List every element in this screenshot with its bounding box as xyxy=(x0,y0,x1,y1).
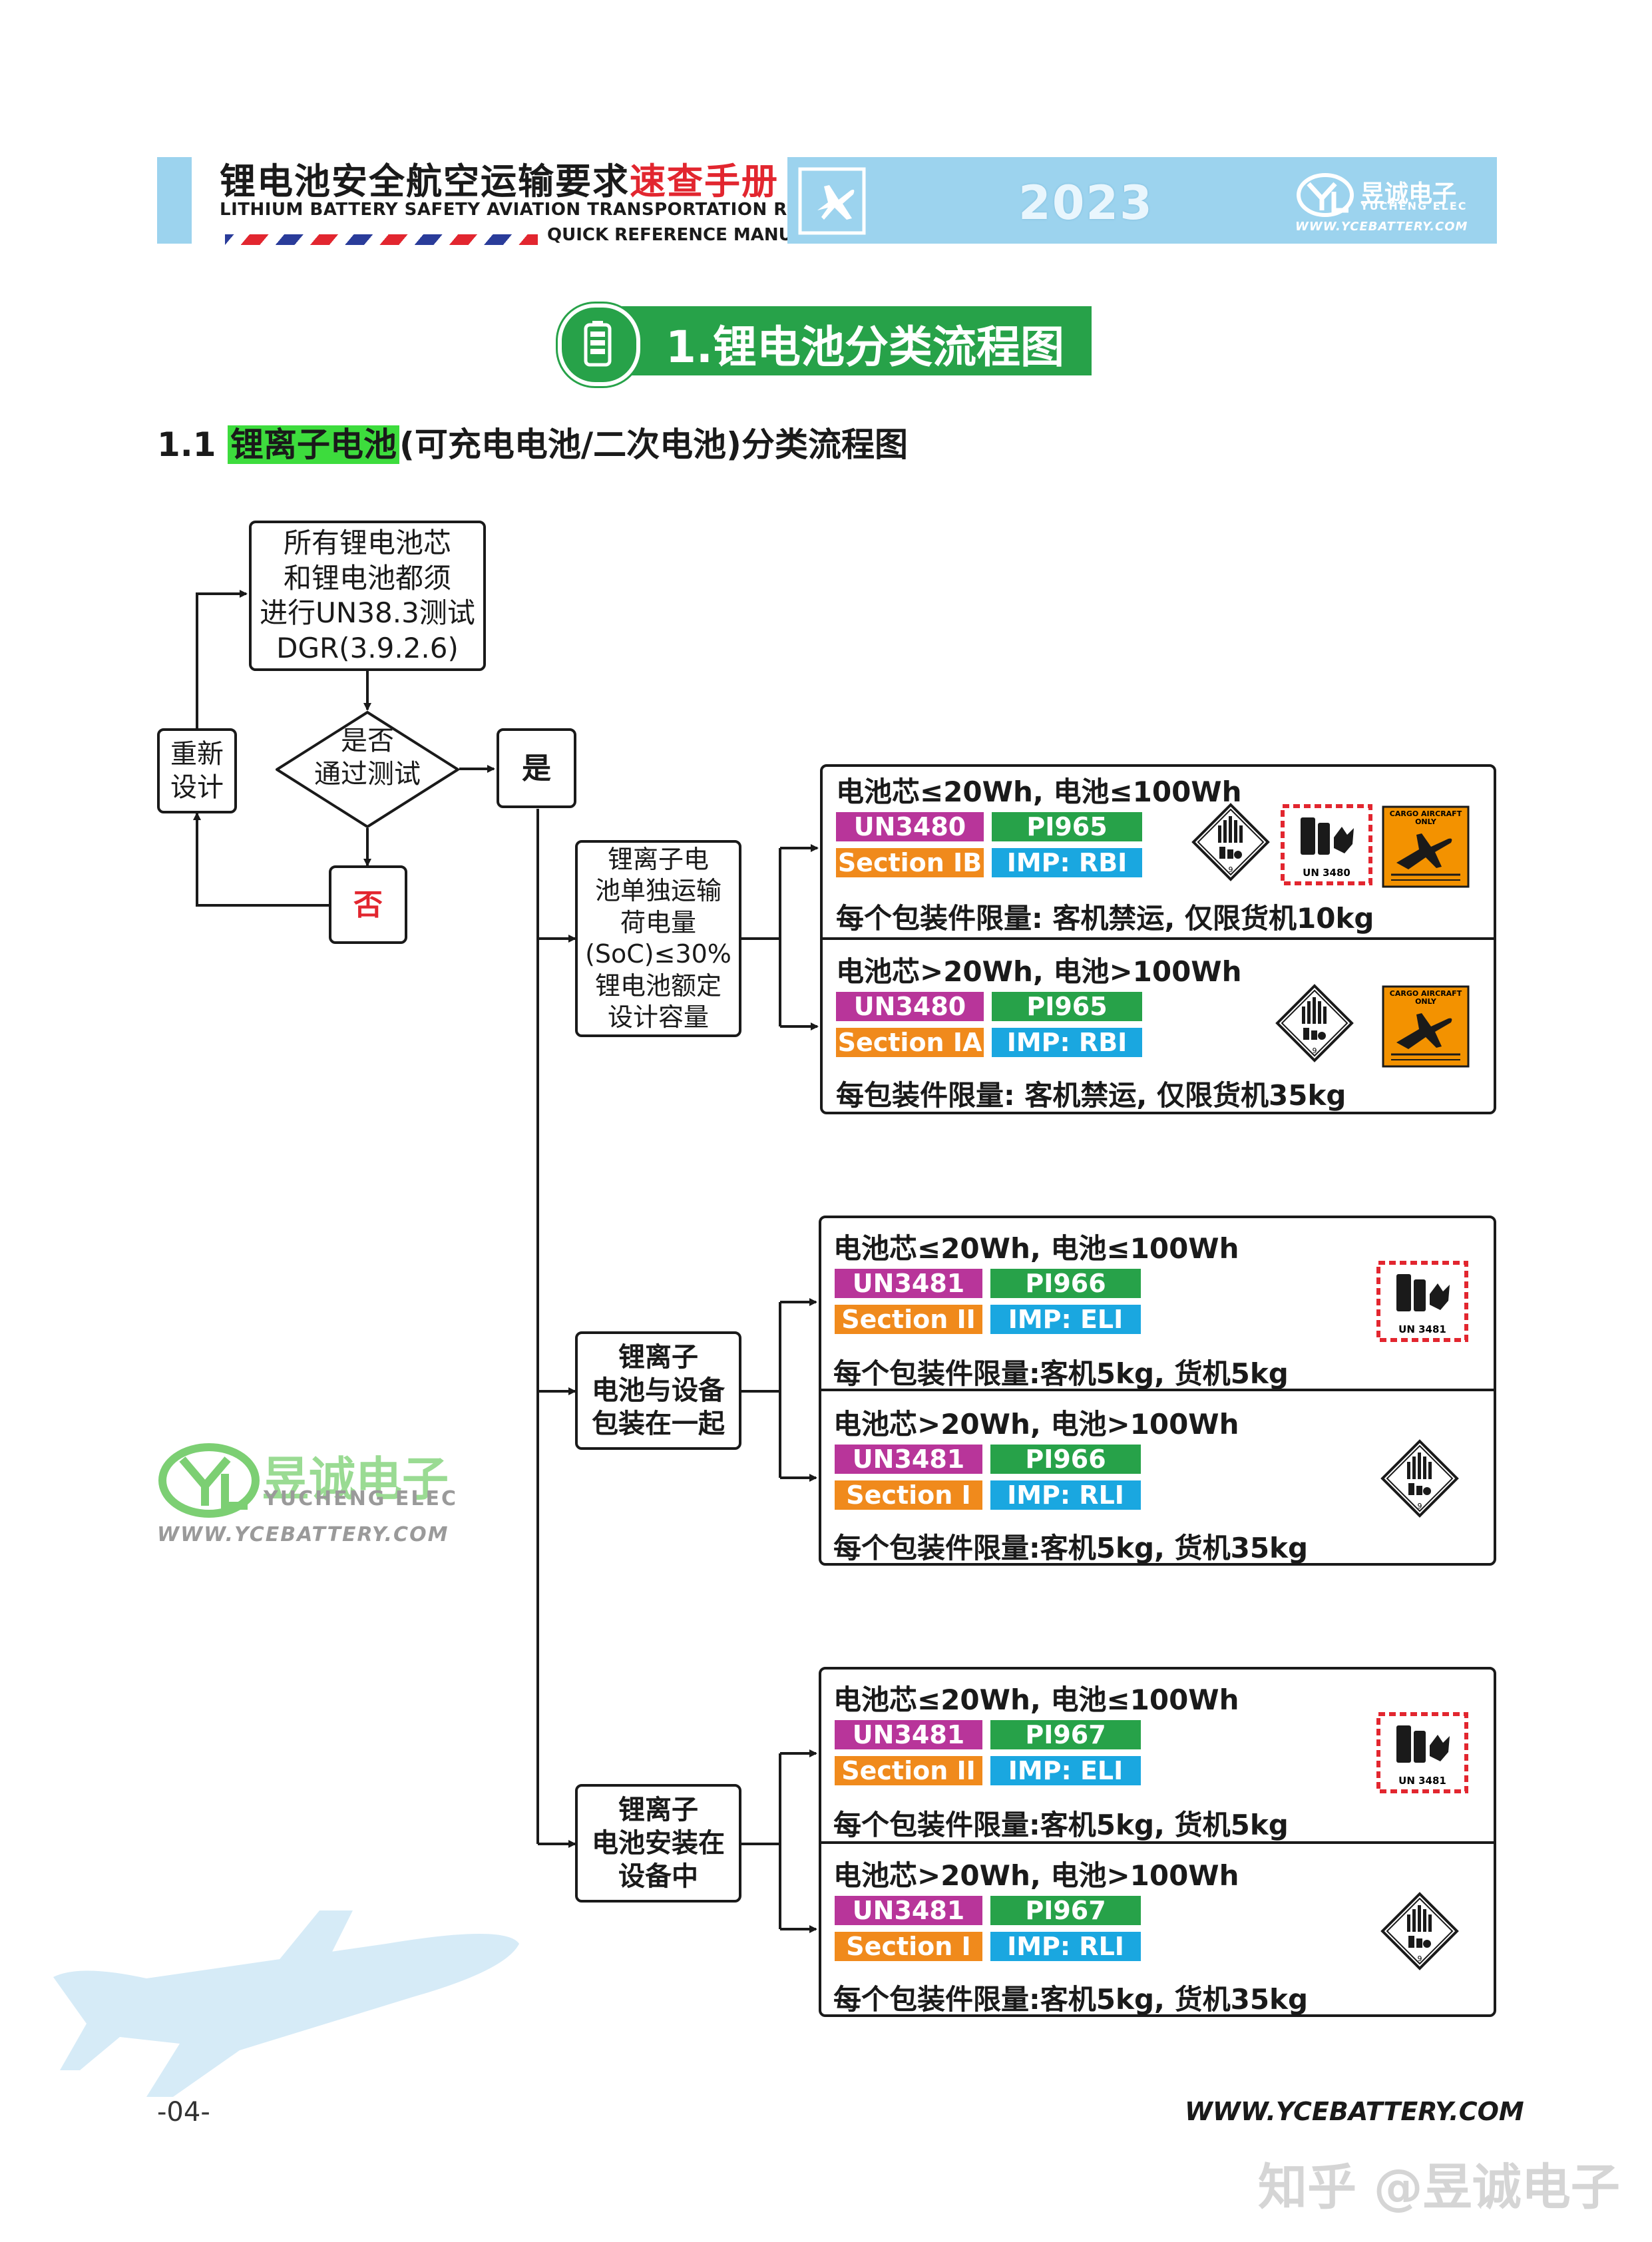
start-test-text: 所有锂电池芯 和锂电池都须 进行UN38.3测试 DGR(3.9.2.6) xyxy=(260,527,475,664)
year-label: 2023 xyxy=(1018,176,1153,230)
class9-icon: 9 xyxy=(1191,803,1270,881)
branch-contained-in-box: 锂离子 电池安装在 设备中 xyxy=(575,1784,741,1903)
side-logo-url: WWW.YCEBATTERY.COM xyxy=(157,1523,449,1546)
row-title: 电池芯>20Wh, 电池>100Wh xyxy=(833,1859,1239,1892)
airplane-icon xyxy=(798,167,866,235)
no-text: 否 xyxy=(353,887,383,922)
manual-subtitle-en-2: QUICK REFERENCE MANUAL xyxy=(547,225,817,245)
yes-box: 是 xyxy=(497,728,576,808)
imp-code-tag: IMP: ELI xyxy=(990,1305,1141,1334)
imp-code-tag: IMP: RLI xyxy=(990,1932,1141,1961)
svg-text:9: 9 xyxy=(1229,865,1233,874)
svg-text:9: 9 xyxy=(1418,1954,1422,1963)
un-number-tag: UN3481 xyxy=(835,1269,982,1298)
svg-text:9: 9 xyxy=(1418,1502,1422,1510)
branch-standalone-text: 锂离子电 池单独运输 荷电量 (SoC)≤30% 锂电池额定 设计容量 xyxy=(585,844,731,1032)
svg-text:UN 3480: UN 3480 xyxy=(1303,867,1350,879)
header-accent-bar xyxy=(157,157,192,244)
packing-instruction-tag: PI966 xyxy=(990,1445,1141,1474)
start-test-box: 所有锂电池芯 和锂电池都须 进行UN38.3测试 DGR(3.9.2.6) xyxy=(249,521,486,671)
side-logo-cn: 昱诚电子 xyxy=(262,1452,449,1506)
row-title: 电池芯>20Wh, 电池>100Wh xyxy=(836,955,1242,988)
branch-packed-with-text: 锂离子 电池与设备 包装在一起 xyxy=(592,1342,725,1439)
svg-text:ONLY: ONLY xyxy=(1415,817,1437,826)
svg-text:UN 3481: UN 3481 xyxy=(1398,1323,1446,1335)
section-tag: Section II xyxy=(835,1305,982,1334)
imp-code-tag: IMP: RBI xyxy=(992,1028,1142,1057)
un-number-tag: UN3480 xyxy=(836,812,984,841)
un3481-mark-icon: UN 3481 xyxy=(1376,1712,1468,1793)
yes-text: 是 xyxy=(522,751,551,785)
branch-standalone-box: 锂离子电 池单独运输 荷电量 (SoC)≤30% 锂电池额定 设计容量 xyxy=(575,840,741,1037)
un-number-tag: UN3481 xyxy=(835,1896,982,1925)
cargo-aircraft-only-icon: CARGO AIRCRAFT ONLY xyxy=(1382,985,1470,1068)
zhihu-watermark: 知乎 @昱诚电子 xyxy=(1258,2159,1620,2216)
cargo-aircraft-only-icon: CARGO AIRCRAFT ONLY xyxy=(1382,805,1470,888)
decision-text: 是否 通过测试 xyxy=(314,726,421,789)
svg-text:CARGO AIRCRAFT: CARGO AIRCRAFT xyxy=(1390,989,1462,998)
class9-icon: 9 xyxy=(1380,1439,1459,1518)
packing-instruction-tag: PI966 xyxy=(990,1269,1141,1298)
yucheng-side-logo-icon xyxy=(158,1443,260,1518)
un-number-tag: UN3481 xyxy=(835,1445,982,1474)
redesign-text: 重新 设计 xyxy=(170,739,224,803)
section-tag: Section I xyxy=(835,1932,982,1961)
packing-instruction-tag: PI967 xyxy=(990,1720,1141,1749)
svg-text:ONLY: ONLY xyxy=(1415,997,1437,1006)
un3480-mark-icon: UN 3480 xyxy=(1281,804,1372,885)
battery-icon xyxy=(584,321,612,367)
subsection-heading: 1.1 锂离子电池(可充电电池/二次电池)分类流程图 xyxy=(157,425,908,464)
imp-code-tag: IMP: RBI xyxy=(992,848,1142,877)
row-title: 电池芯≤20Wh, 电池≤100Wh xyxy=(836,776,1242,808)
row-divider xyxy=(820,937,1496,940)
quantity-limit: 每个包装件限量:客机5kg, 货机35kg xyxy=(833,1983,1309,2016)
quantity-limit: 每个包装件限量:客机5kg, 货机5kg xyxy=(833,1809,1289,1841)
footer-url: WWW.YCEBATTERY.COM xyxy=(1185,2097,1524,2126)
header-banner xyxy=(787,157,1497,244)
page-number: -04- xyxy=(157,2097,210,2128)
svg-text:UN 3481: UN 3481 xyxy=(1398,1775,1446,1787)
row-title: 电池芯≤20Wh, 电池≤100Wh xyxy=(833,1683,1239,1716)
quantity-limit: 每个包装件限量:客机5kg, 货机35kg xyxy=(833,1532,1309,1564)
un3481-mark-icon: UN 3481 xyxy=(1376,1261,1468,1342)
svg-text:CARGO AIRCRAFT: CARGO AIRCRAFT xyxy=(1390,809,1462,818)
un-number-tag: UN3481 xyxy=(835,1720,982,1749)
yucheng-logo-icon xyxy=(1297,173,1354,217)
quantity-limit: 每个包装件限量: 客机禁运, 仅限货机10kg xyxy=(836,902,1374,935)
un-number-tag: UN3480 xyxy=(836,992,984,1021)
header-logo-url: WWW.YCEBATTERY.COM xyxy=(1295,220,1468,234)
quantity-limit: 每包装件限量: 客机禁运, 仅限货机35kg xyxy=(836,1079,1346,1112)
row-divider xyxy=(819,1389,1496,1391)
section-tag: Section IB xyxy=(836,848,984,877)
row-divider xyxy=(819,1841,1496,1844)
class9-icon: 9 xyxy=(1380,1892,1459,1970)
packing-instruction-tag: PI967 xyxy=(990,1896,1141,1925)
airmail-stripe xyxy=(225,234,538,245)
section-tag: Section IA xyxy=(836,1028,984,1057)
section-tag: Section I xyxy=(835,1480,982,1510)
header-logo-en: YUCHENG ELEC xyxy=(1360,200,1468,212)
background-airplane-icon xyxy=(53,1910,519,2097)
header-logo-cn: 昱诚电子 xyxy=(1360,180,1457,208)
row-title: 电池芯>20Wh, 电池>100Wh xyxy=(833,1408,1239,1441)
decision-diamond xyxy=(276,711,459,828)
imp-code-tag: IMP: RLI xyxy=(990,1480,1141,1510)
redesign-box: 重新 设计 xyxy=(157,728,237,813)
section-tag: Section II xyxy=(835,1756,982,1785)
section-banner xyxy=(592,306,1092,375)
manual-title: 锂电池安全航空运输要求速查手册 xyxy=(220,160,779,202)
class9-icon: 9 xyxy=(1275,984,1354,1062)
row-title: 电池芯≤20Wh, 电池≤100Wh xyxy=(833,1232,1239,1265)
no-box: 否 xyxy=(329,865,407,944)
side-logo-en: YUCHENG ELEC xyxy=(264,1487,458,1510)
packing-instruction-tag: PI965 xyxy=(992,992,1142,1021)
section-title: 1.锂电池分类流程图 xyxy=(666,322,1064,373)
packing-instruction-tag: PI965 xyxy=(992,812,1142,841)
branch-packed-with-box: 锂离子 电池与设备 包装在一起 xyxy=(575,1331,741,1450)
imp-code-tag: IMP: ELI xyxy=(990,1756,1141,1785)
quantity-limit: 每个包装件限量:客机5kg, 货机5kg xyxy=(833,1357,1289,1390)
svg-text:9: 9 xyxy=(1313,1046,1317,1055)
branch-contained-in-text: 锂离子 电池安装在 设备中 xyxy=(592,1795,725,1892)
